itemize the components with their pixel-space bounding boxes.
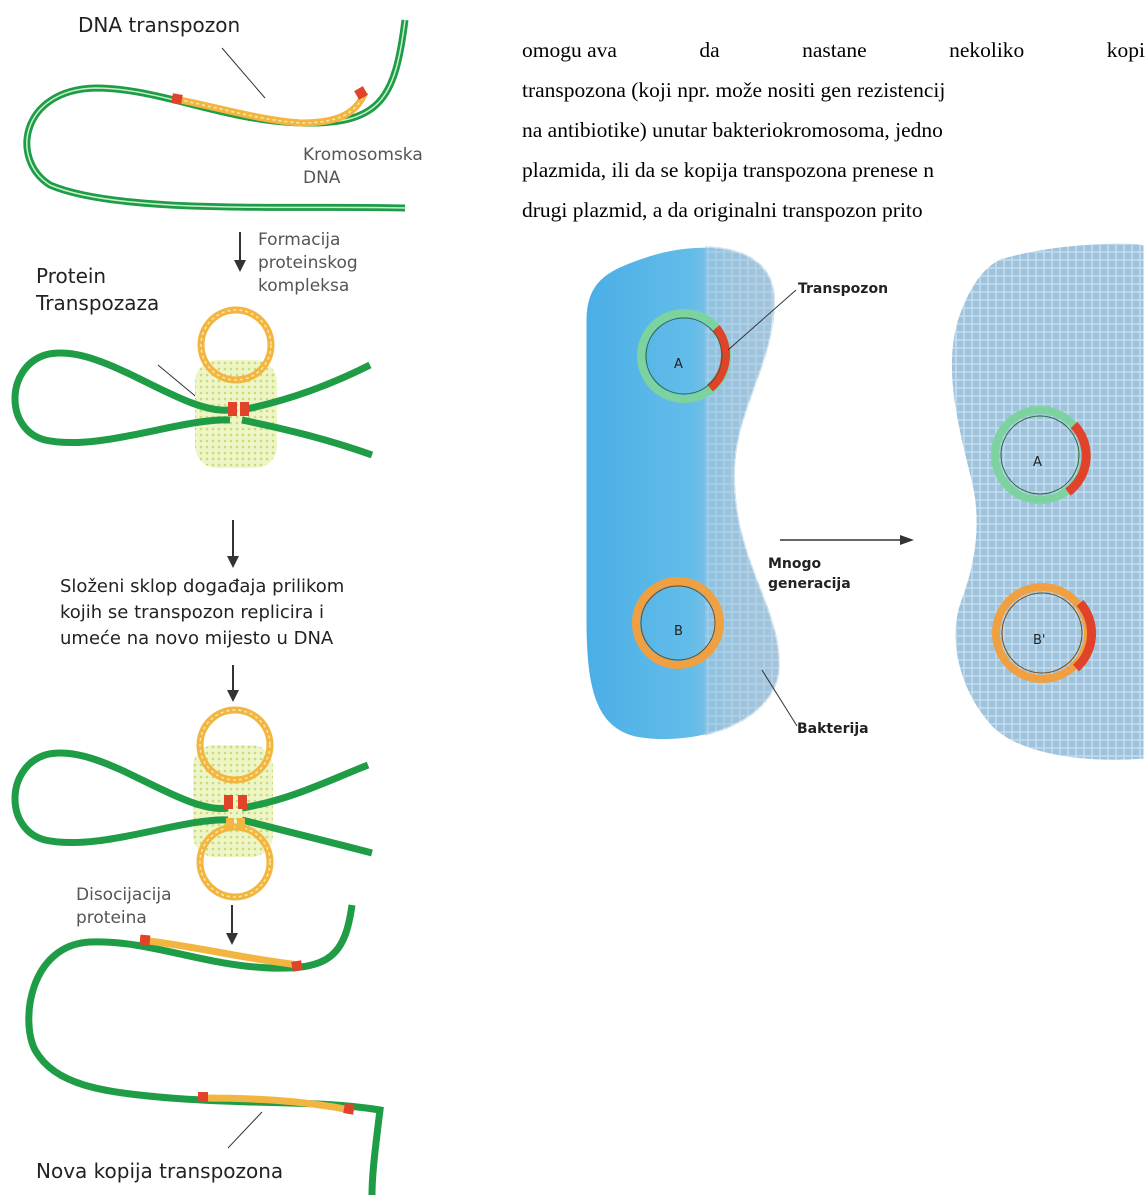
bacterium-before: A B Transpozon Bakterija [585, 240, 888, 750]
bacterium-after: A B' [950, 242, 1145, 761]
stage-3-replication [15, 710, 372, 897]
label-dna-transposon: DNA transpozon [78, 13, 240, 37]
label-protein-2: Transpozaza [35, 291, 159, 315]
label-bacterium: Bakterija [797, 721, 869, 737]
label-generations-1: Mnogo [768, 556, 822, 572]
stage-1-chromosome: DNA transpozon Kromosomska DNA [27, 13, 423, 208]
label-generations-2: generacija [768, 576, 851, 592]
stage-4-new-copy: Nova kopija transpozona [29, 905, 380, 1195]
label-formation-1: Formacija [258, 230, 340, 250]
label-complex-3: umeće na novo mijesto u DNA [60, 628, 334, 649]
label-chromosomal-dna: Kromosomska [303, 145, 423, 165]
label-plasmid-b: B [674, 624, 683, 639]
transposon-end-left [171, 93, 183, 105]
text-line-3: na antibiotike) unutar bakteriokromosoma… [522, 110, 1145, 150]
label-protein-1: Protein [36, 264, 106, 288]
label-plasmid-a-after: A [1033, 455, 1042, 470]
text-line-4: plazmida, ili da se kopija transpozona p… [522, 150, 1145, 190]
arrow-generations: Mnogo generacija [768, 535, 914, 592]
word: omogu ava [522, 30, 617, 70]
label-complex-1: Složeni sklop događaja prilikom [60, 576, 344, 597]
label-chromosomal-dna-2: DNA [303, 168, 341, 188]
text-line-2: transpozona (koji npr. može nositi gen r… [522, 70, 1145, 110]
word: nekoliko [949, 30, 1024, 70]
arrow-formation: Formacija proteinskog kompleksa [234, 230, 358, 296]
label-dissociation-1: Disocijacija [76, 885, 172, 905]
label-dissociation-2: proteina [76, 908, 147, 928]
transposon-segment [180, 92, 365, 123]
word: kopi [1107, 30, 1145, 70]
text-line-0 [522, 10, 1145, 30]
arrow-complex: Složeni sklop događaja prilikom kojih se… [60, 520, 344, 702]
label-formation-3: kompleksa [258, 276, 349, 296]
label-formation-2: proteinskog [258, 253, 358, 273]
text-line-1: omogu ava da nastane nekoliko kopi [522, 30, 1145, 70]
body-paragraph: omogu ava da nastane nekoliko kopi trans… [522, 10, 1145, 230]
text-line-5: drugi plazmid, a da originalni transpozo… [522, 190, 1145, 230]
label-plasmid-a: A [674, 357, 683, 372]
word: nastane [802, 30, 866, 70]
label-transposon: Transpozon [798, 281, 888, 297]
label-plasmid-b-after: B' [1033, 633, 1046, 648]
word: da [699, 30, 719, 70]
label-complex-2: kojih se transpozon replicira i [60, 602, 324, 623]
label-new-copy: Nova kopija transpozona [36, 1159, 283, 1183]
